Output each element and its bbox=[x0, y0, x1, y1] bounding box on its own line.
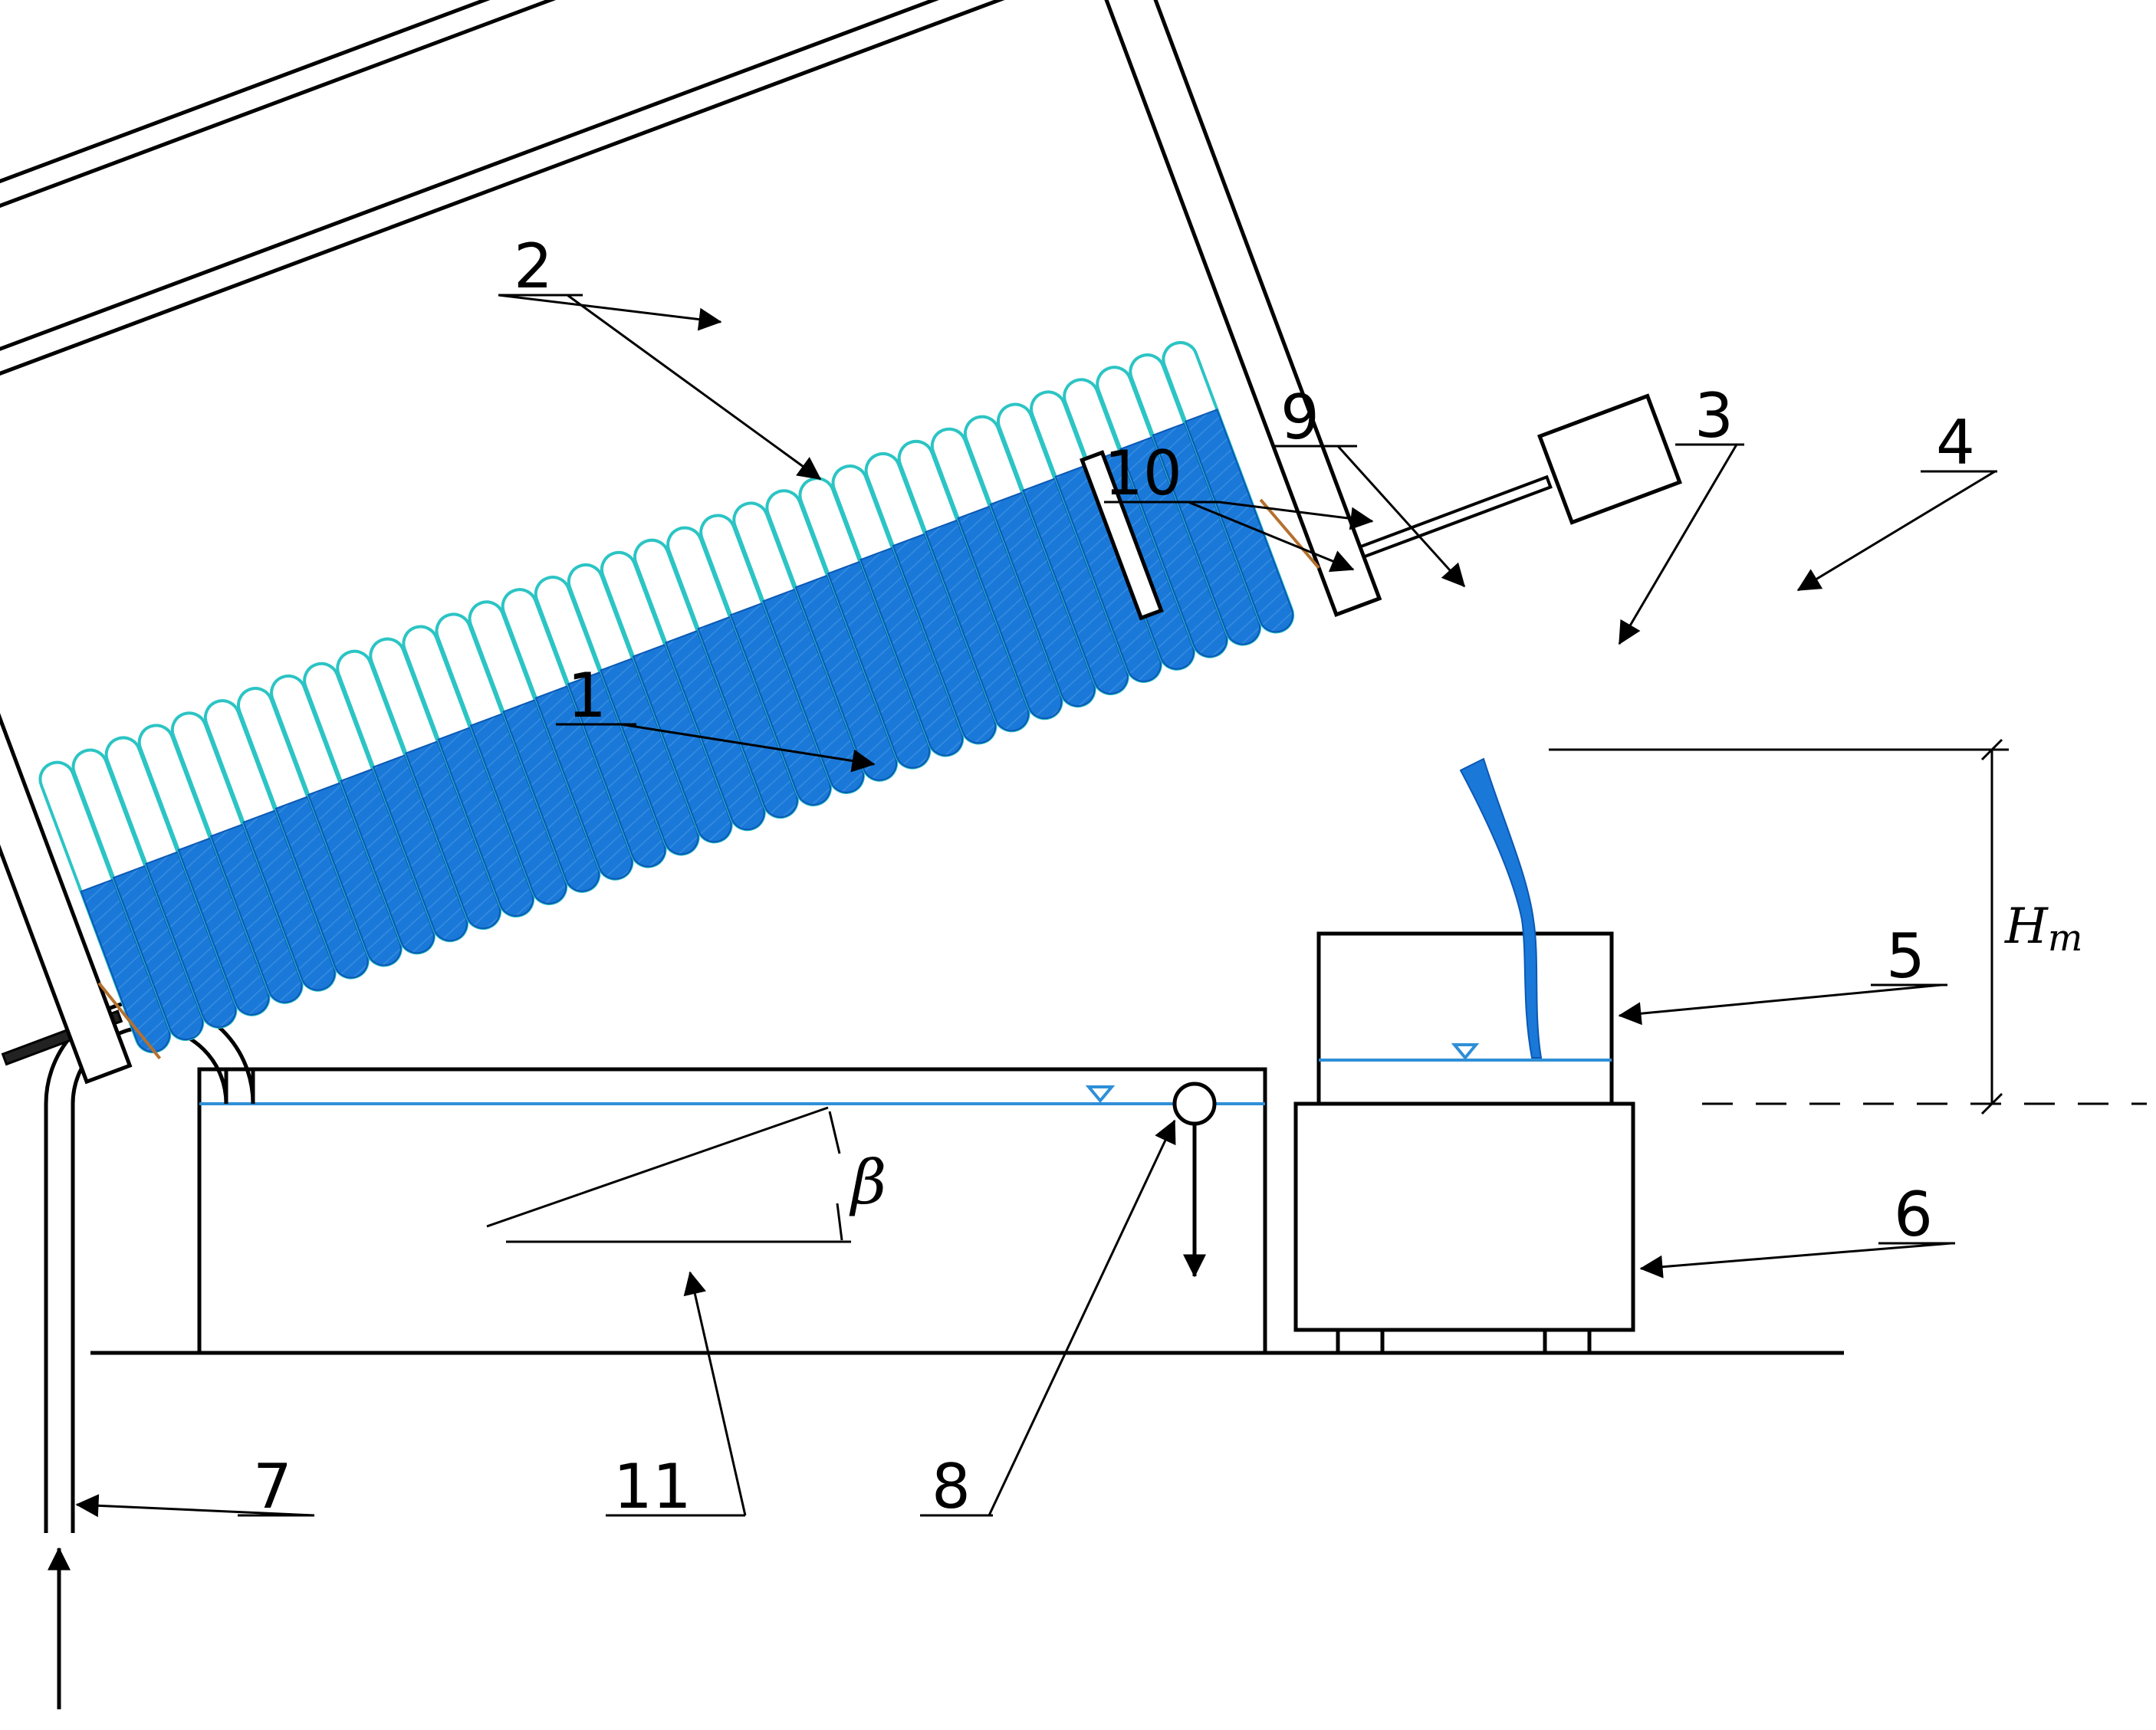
leader-11 bbox=[683, 1271, 747, 1516]
callout-leaders bbox=[75, 294, 1996, 1518]
end-cap-right-9 bbox=[1259, 498, 1320, 570]
leader-2b bbox=[567, 294, 822, 481]
callout-4: 4 bbox=[1936, 407, 1975, 478]
tube-water bbox=[859, 547, 964, 757]
label-underlines bbox=[238, 294, 1997, 1517]
tube-water bbox=[372, 754, 468, 942]
tube-water bbox=[957, 505, 1063, 720]
callout-3: 3 bbox=[1694, 380, 1734, 451]
tube-water bbox=[567, 671, 666, 868]
callout-6: 6 bbox=[1894, 1179, 1933, 1250]
callout-8: 8 bbox=[932, 1451, 971, 1522]
tube-water bbox=[924, 519, 1030, 732]
measuring-vessel-5 bbox=[1316, 931, 1614, 1106]
tube-water bbox=[1119, 436, 1228, 658]
tube-water bbox=[242, 809, 336, 991]
leader-2a bbox=[498, 294, 722, 331]
stand-6 bbox=[1293, 1101, 1635, 1332]
leader-7 bbox=[75, 1494, 315, 1518]
tube-water bbox=[405, 740, 501, 930]
stand-foot-left bbox=[1336, 1328, 1385, 1355]
beta-arc bbox=[828, 1111, 841, 1154]
tube-water bbox=[794, 574, 898, 781]
tube-water bbox=[274, 796, 369, 979]
tube-water bbox=[892, 533, 997, 744]
leader-3 bbox=[1618, 444, 1738, 645]
tube-water bbox=[112, 865, 204, 1041]
shaft-right-3 bbox=[1358, 474, 1553, 560]
tube-water bbox=[632, 643, 732, 843]
tube-water bbox=[665, 629, 765, 831]
end-plate-left bbox=[0, 230, 133, 1085]
hm-tick-bottom bbox=[1980, 1092, 2003, 1115]
tube-water bbox=[1022, 478, 1129, 695]
callout-9: 9 bbox=[1280, 382, 1320, 453]
leader-10a bbox=[1218, 501, 1374, 530]
tube-water bbox=[469, 712, 567, 904]
frame-bar-upper bbox=[0, 0, 1120, 287]
tube-water bbox=[989, 491, 1096, 707]
callout-2: 2 bbox=[514, 231, 553, 302]
callout-7: 7 bbox=[253, 1451, 292, 1522]
tube-water bbox=[307, 782, 402, 967]
leader-6 bbox=[1639, 1242, 1952, 1279]
tube-water bbox=[80, 878, 171, 1053]
hm-tick-top bbox=[1980, 738, 2003, 761]
tube-water bbox=[340, 768, 435, 954]
vessel-level-marker bbox=[1451, 1043, 1480, 1061]
leader-1 bbox=[620, 723, 876, 773]
tube-water bbox=[1054, 464, 1162, 682]
tube-water bbox=[827, 560, 931, 769]
leader-8 bbox=[988, 1119, 1176, 1516]
stand-foot-right bbox=[1543, 1328, 1592, 1355]
tube-water bbox=[502, 698, 600, 892]
tube-water bbox=[697, 616, 798, 819]
tube-water bbox=[437, 726, 534, 917]
callout-1: 1 bbox=[567, 660, 606, 731]
outflow-stream bbox=[1459, 757, 1543, 1059]
tube-bundle-1 bbox=[38, 341, 1295, 1054]
separator-plate-10 bbox=[1080, 450, 1164, 621]
leader-4 bbox=[1796, 470, 1996, 592]
tube-water bbox=[534, 684, 633, 880]
tilting-frame-2 bbox=[0, 0, 1682, 1085]
callout-11: 11 bbox=[613, 1451, 692, 1522]
callout-5: 5 bbox=[1886, 921, 1925, 992]
tank-11 bbox=[197, 1067, 1267, 1353]
leader-9 bbox=[1336, 445, 1466, 588]
beta-slope-line bbox=[486, 1106, 829, 1228]
tube-water bbox=[209, 823, 303, 1003]
frame-bar-lower bbox=[0, 0, 1204, 424]
leader-10b bbox=[1188, 501, 1355, 573]
supply-pipe-7 bbox=[44, 998, 255, 1533]
callout-10: 10 bbox=[1104, 438, 1182, 509]
drain-valve-8 bbox=[1172, 1082, 1217, 1126]
end-plate-right bbox=[1022, 0, 1382, 618]
beta-label: β bbox=[849, 1147, 886, 1218]
hm-label: Hm bbox=[2004, 898, 2082, 960]
tube-water bbox=[1184, 409, 1294, 633]
tube-water bbox=[600, 657, 699, 855]
end-cap-left bbox=[97, 982, 162, 1060]
beta-arc-lower bbox=[836, 1203, 843, 1241]
motor-4 bbox=[1537, 393, 1682, 525]
tube-water bbox=[177, 837, 270, 1016]
tube-water bbox=[145, 851, 237, 1028]
leader-5 bbox=[1618, 983, 1942, 1026]
tank-level-marker bbox=[1085, 1085, 1116, 1104]
tube-water bbox=[1152, 422, 1261, 645]
